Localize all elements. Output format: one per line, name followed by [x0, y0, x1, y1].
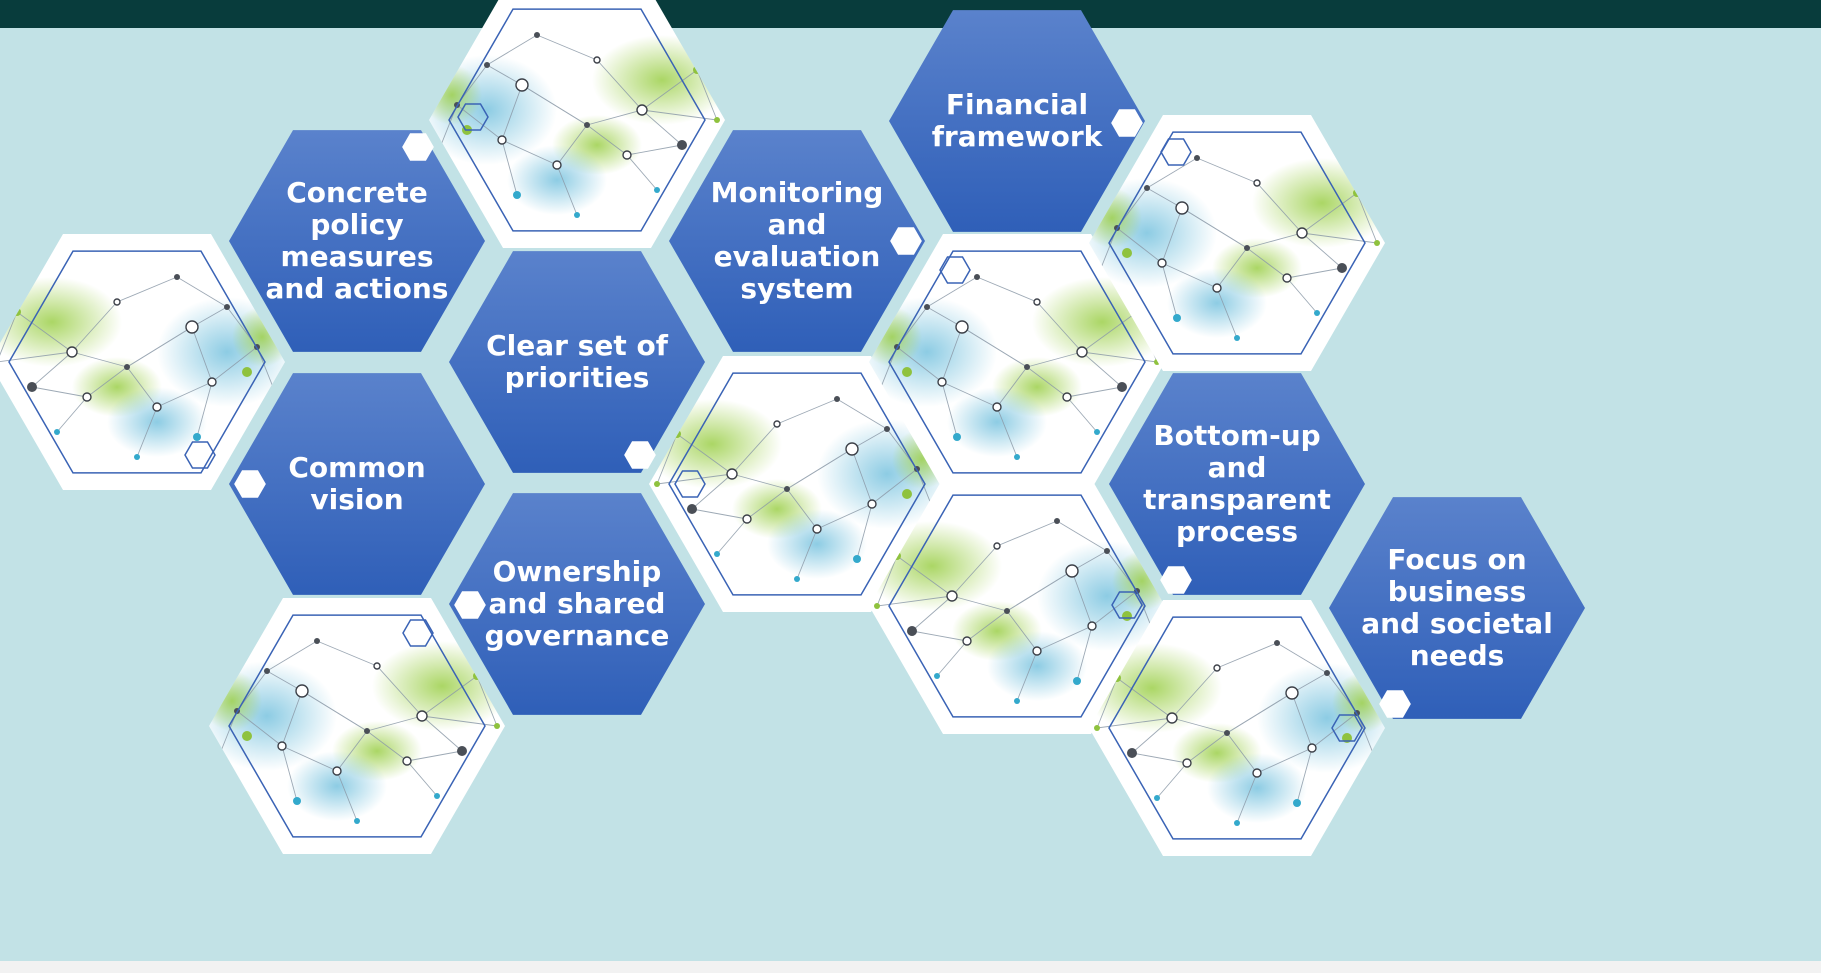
- network-graph-image: [0, 234, 285, 490]
- network-graph-image: [869, 478, 1165, 734]
- hex-monitoring: [669, 130, 925, 352]
- hex-clear-priorities-label: Clear set of priorities: [486, 329, 668, 394]
- network-graph-image: [429, 0, 725, 248]
- hex-concrete-policy-label: Concrete policy measures and actions: [265, 176, 449, 305]
- hex-monitoring-label: Monitoring and evaluation system: [710, 176, 884, 305]
- hex-ownership-label: Ownership and shared governance: [484, 555, 670, 652]
- network-graph-image: [209, 598, 505, 854]
- hex-ownership: [449, 493, 705, 715]
- top-bar: [0, 0, 1821, 28]
- hex-clear-priorities: [449, 251, 705, 473]
- hex-bottom-up: [1109, 373, 1365, 595]
- small-hexagon-icon: [1160, 138, 1192, 166]
- small-hexagon-icon: [1331, 714, 1363, 742]
- small-hexagon-icon: [457, 103, 489, 131]
- small-hexagon-icon: [1111, 591, 1143, 619]
- small-hexagon-icon: [674, 470, 706, 498]
- hex-bottom-up-label: Bottom-up and transparent process: [1143, 419, 1331, 548]
- hex-focus-business-label: Focus on business and societal needs: [1361, 543, 1553, 672]
- small-hexagon-icon: [1160, 566, 1192, 594]
- hex-common-vision: [229, 373, 485, 595]
- small-hexagon-icon: [184, 441, 216, 469]
- hex-focus-business: [1329, 497, 1585, 719]
- small-hexagon-icon: [890, 227, 922, 255]
- network-graph-image: [649, 356, 945, 612]
- network-graph-image: [869, 234, 1165, 490]
- network-graph-image: [1089, 600, 1385, 856]
- hex-financial-label: Financial framework: [931, 88, 1103, 153]
- small-hexagon-icon: [1111, 109, 1143, 137]
- small-hexagon-icon: [234, 470, 266, 498]
- network-graph-image: [1089, 115, 1385, 371]
- small-hexagon-icon: [454, 591, 486, 619]
- hex-common-vision-label: Common vision: [288, 451, 426, 516]
- small-hexagon-icon: [402, 133, 434, 161]
- small-hexagon-icon: [1379, 690, 1411, 718]
- small-hexagon-icon: [624, 441, 656, 469]
- hex-concrete-policy: [229, 130, 485, 352]
- small-hexagon-icon: [939, 256, 971, 284]
- bottom-bar: [0, 961, 1821, 973]
- small-hexagon-icon: [402, 619, 434, 647]
- hex-financial: [889, 10, 1145, 232]
